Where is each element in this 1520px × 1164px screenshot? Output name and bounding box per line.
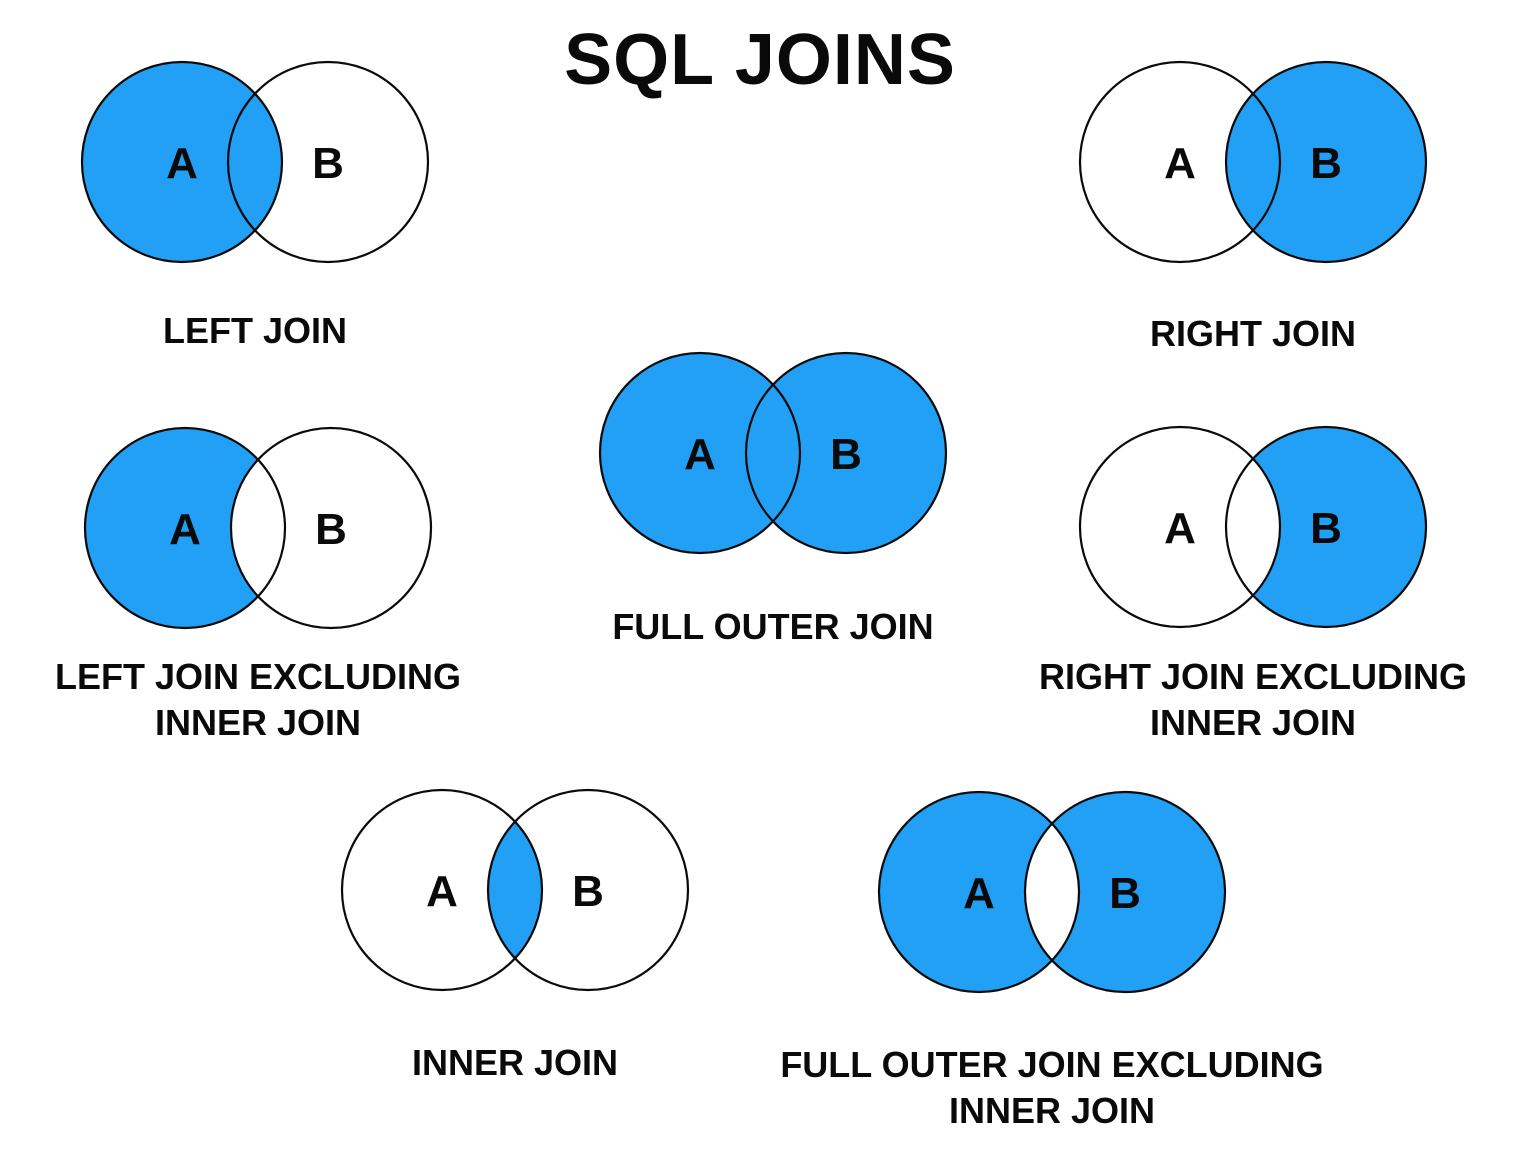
circle-a-outline (340, 788, 544, 992)
caption-line: RIGHT JOIN EXCLUDING (1038, 656, 1468, 697)
intersection-lens (488, 821, 542, 959)
venn-right-join-svg: A B (1078, 60, 1428, 264)
venn-right-join-excluding-inner-join-svg: A B (1078, 425, 1428, 629)
circle-b-outline (486, 788, 690, 992)
venn-left-join: A B (79, 57, 431, 267)
set-b-label: B (1310, 139, 1342, 188)
set-b-label: B (572, 867, 604, 916)
circle-b-fill (231, 428, 431, 628)
caption-line: LEFT JOIN EXCLUDING (54, 656, 462, 697)
circle-a-fill (1080, 427, 1280, 627)
venn-inner-join-svg: A B (340, 788, 690, 992)
set-a-label: A (169, 505, 201, 554)
circle-b-outline (226, 60, 430, 264)
caption-full-outer-join-excluding-inner-join: FULL OUTER JOIN EXCLUDING INNER JOIN (732, 1042, 1372, 1134)
intersection-lens (1025, 823, 1079, 961)
circle-b-fill (228, 62, 428, 262)
caption-full-outer-join: FULL OUTER JOIN (453, 604, 1093, 650)
caption-line: INNER JOIN (948, 1090, 1156, 1131)
circle-a-outline (877, 790, 1081, 994)
set-b-label: B (1310, 504, 1342, 553)
venn-full-outer-join-excluding-inner-join: A B (876, 787, 1228, 997)
intersection-lens (228, 93, 282, 231)
venn-right-join: A B (1077, 57, 1429, 267)
caption-left-join: LEFT JOIN (0, 308, 575, 354)
caption-left-join-excluding-inner-join: LEFT JOIN EXCLUDING INNER JOIN (0, 654, 578, 746)
intersection-lens (1226, 458, 1280, 596)
circle-b-fill (1025, 792, 1225, 992)
set-a-label: A (963, 869, 995, 918)
circle-a-outline (1078, 60, 1282, 264)
circle-a-fill (879, 792, 1079, 992)
circle-a-fill (342, 790, 542, 990)
caption-line: INNER JOIN (1149, 702, 1357, 743)
caption-inner-join: INNER JOIN (195, 1040, 835, 1086)
page-title: SQL JOINS (564, 20, 956, 100)
circle-b-outline (1023, 790, 1227, 994)
set-b-label: B (1109, 869, 1141, 918)
set-b-label: B (315, 505, 347, 554)
circle-b-outline (1224, 60, 1428, 264)
circle-b-fill (1226, 62, 1426, 262)
venn-right-join-excluding-inner-join: A B (1077, 422, 1429, 632)
circle-b-outline (744, 351, 948, 555)
caption-line: INNER JOIN (154, 702, 362, 743)
circle-a-fill (600, 353, 800, 553)
venn-left-join-excluding-inner-join-svg: A B (83, 426, 433, 630)
circle-b-fill (488, 790, 688, 990)
venn-inner-join: A B (339, 785, 691, 995)
intersection-lens (1226, 93, 1280, 231)
set-a-label: A (426, 867, 458, 916)
circle-a-outline (1078, 425, 1282, 629)
caption-line: INNER JOIN (411, 1042, 619, 1083)
set-b-label: B (312, 139, 344, 188)
circle-b-fill (746, 353, 946, 553)
caption-line: RIGHT JOIN (1149, 313, 1356, 354)
venn-left-join-excluding-inner-join: A B (82, 423, 434, 633)
venn-full-outer-join: A B (597, 348, 949, 558)
venn-left-join-svg: A B (80, 60, 430, 264)
set-a-label: A (684, 430, 716, 479)
intersection-lens (746, 384, 800, 522)
caption-line: LEFT JOIN (162, 310, 347, 351)
circle-a-outline (80, 60, 284, 264)
caption-line: FULL OUTER JOIN EXCLUDING (780, 1044, 1324, 1085)
circle-a-fill (82, 62, 282, 262)
intersection-lens (231, 459, 285, 597)
circle-b-outline (1224, 425, 1428, 629)
set-b-label: B (830, 430, 862, 479)
venn-full-outer-join-excluding-inner-join-svg: A B (877, 790, 1227, 994)
circle-a-outline (83, 426, 287, 630)
set-a-label: A (1164, 504, 1196, 553)
circle-a-fill (1080, 62, 1280, 262)
caption-line: FULL OUTER JOIN (612, 606, 934, 647)
set-a-label: A (1164, 139, 1196, 188)
venn-full-outer-join-svg: A B (598, 351, 948, 555)
circle-a-fill (85, 428, 285, 628)
circle-a-outline (598, 351, 802, 555)
set-a-label: A (166, 139, 198, 188)
caption-right-join: RIGHT JOIN (933, 311, 1520, 357)
circle-b-fill (1226, 427, 1426, 627)
circle-b-outline (229, 426, 433, 630)
caption-right-join-excluding-inner-join: RIGHT JOIN EXCLUDING INNER JOIN (933, 654, 1520, 746)
